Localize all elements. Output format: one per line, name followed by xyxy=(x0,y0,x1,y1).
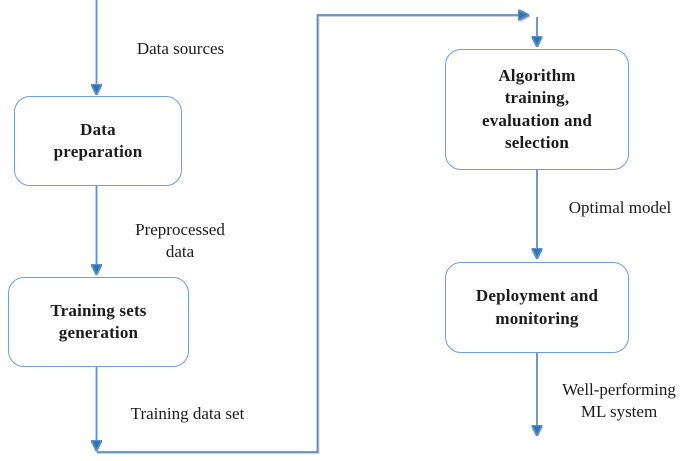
node-training-sets-generation-label: Training sets generation xyxy=(50,300,147,342)
node-deployment-monitoring-label: Deployment and monitoring xyxy=(475,286,599,328)
node-training-sets-generation: Training sets generation xyxy=(8,277,189,367)
edge-training-loop-line xyxy=(96,15,529,453)
node-data-preparation: Data preparation xyxy=(14,96,182,186)
label-data-sources: Data sources xyxy=(136,39,225,58)
node-deployment-monitoring: Deployment and monitoring xyxy=(445,262,629,353)
label-well-performing: Well-performing ML system xyxy=(562,380,676,421)
label-preprocessed-data: Preprocessed data xyxy=(135,220,225,261)
label-optimal-model: Optimal model xyxy=(568,198,672,217)
node-data-preparation-label: Data preparation xyxy=(53,119,143,161)
node-algorithm-training: Algorithm training, evaluation and selec… xyxy=(445,49,629,170)
node-algorithm-training-label: Algorithm training, evaluation and selec… xyxy=(481,65,593,152)
label-training-data-set: Training data set xyxy=(130,404,245,423)
